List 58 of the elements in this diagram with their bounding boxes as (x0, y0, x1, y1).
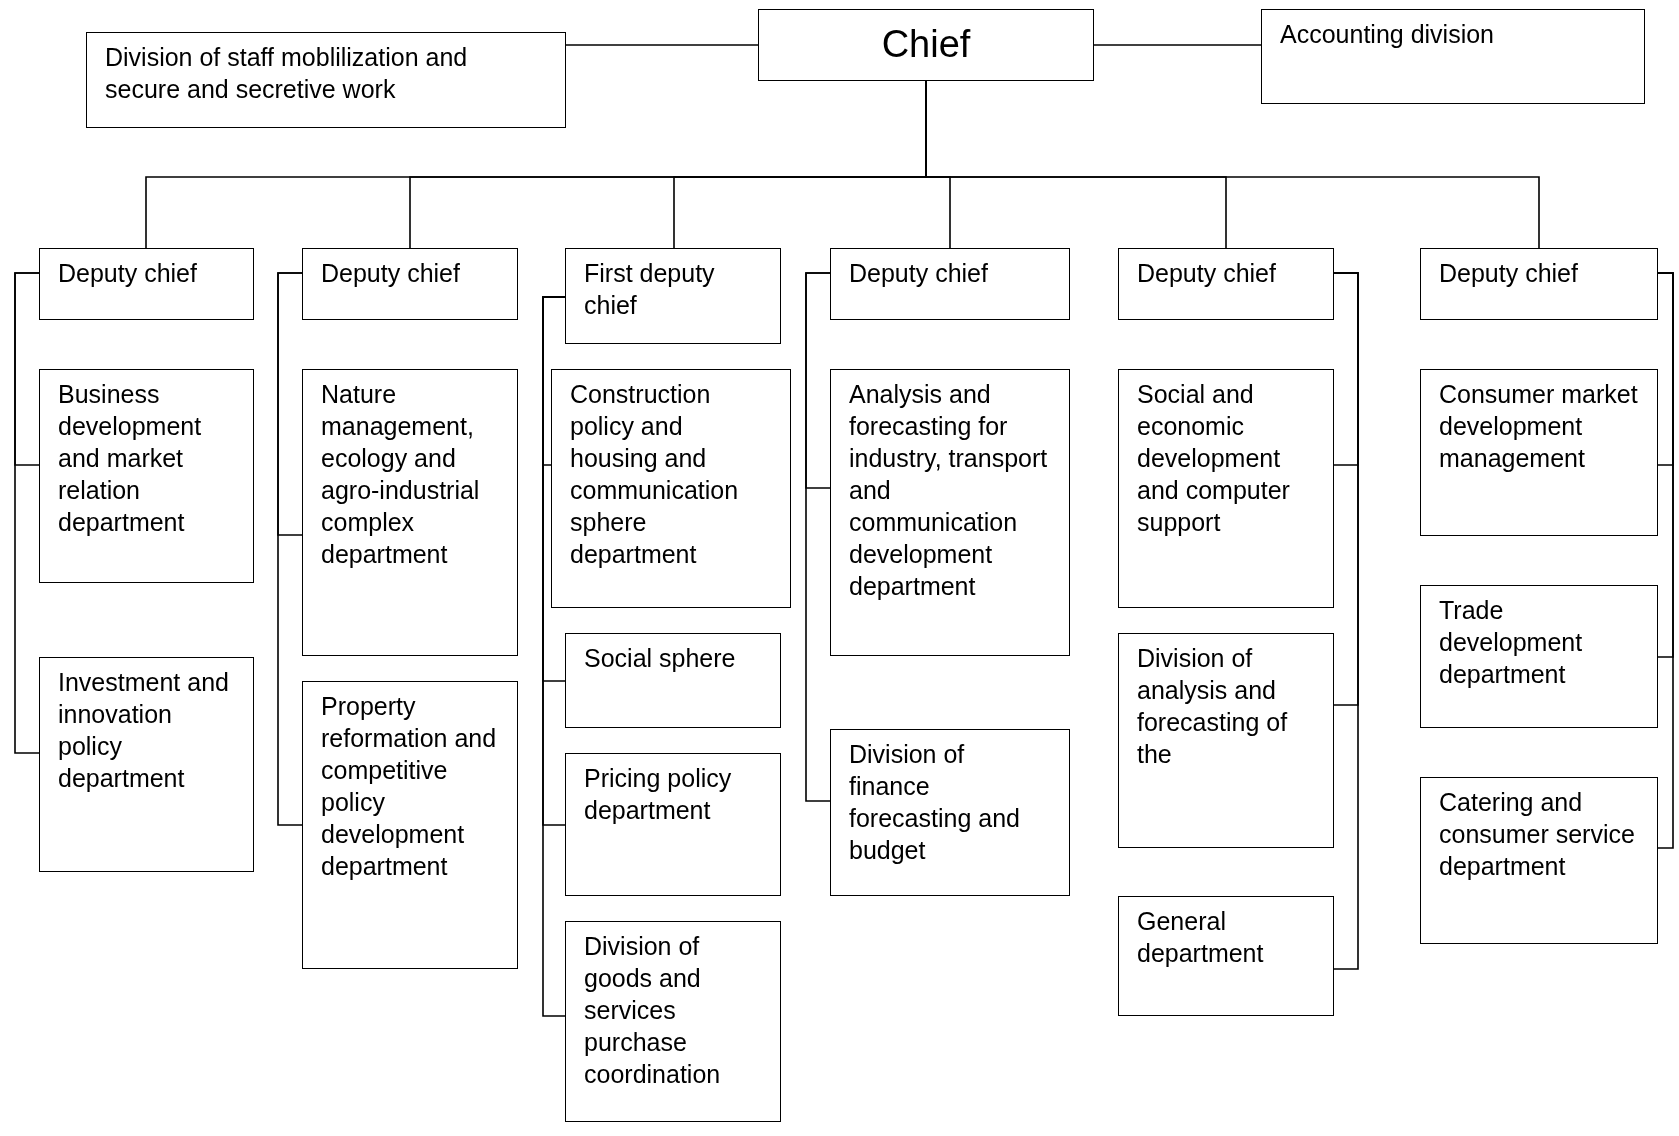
org-box (302, 248, 518, 320)
org-box (1420, 248, 1658, 320)
org-box (1261, 9, 1645, 104)
org-box (302, 681, 518, 969)
org-box (830, 369, 1070, 656)
org-box (1118, 633, 1334, 848)
box-label: Property reformation and competitive policy development department (321, 691, 498, 882)
box-label: Division of goods and services purchase coordination (584, 931, 722, 1090)
box-label: Accounting division (1280, 19, 1495, 50)
box-label: Division of finance forecasting and budget (849, 739, 1021, 866)
org-box (39, 657, 254, 872)
org-box (551, 369, 791, 608)
box-label: Nature management, ecology and agro-industrial complex department (321, 379, 481, 570)
box-label: Trade development department (1439, 595, 1584, 690)
box-label: Business development and market relation department (58, 379, 203, 538)
box-label: Consumer market development management (1439, 379, 1639, 474)
org-box (86, 32, 566, 128)
connector-line (542, 296, 566, 1017)
box-label: Pricing policy department (584, 763, 733, 826)
box-label: Analysis and forecasting for industry, transport and communication development department (849, 379, 1049, 602)
org-box (1420, 777, 1658, 944)
box-label: Deputy chief (58, 258, 198, 289)
org-box (302, 369, 518, 656)
box-label: General department (1137, 906, 1265, 969)
org-box (39, 369, 254, 583)
org-box (1118, 248, 1334, 320)
connector-line (14, 272, 40, 754)
org-box (1420, 369, 1658, 536)
box-label: Division of analysis and forecasting of the (1137, 643, 1289, 770)
connector-line (1657, 272, 1674, 849)
connector-line (805, 272, 831, 802)
box-label: Deputy chief (321, 258, 461, 289)
box-label: First deputy chief (584, 258, 716, 321)
box-label: Social and economic development and computer support (1137, 379, 1291, 538)
org-box (565, 753, 781, 896)
org-box (565, 248, 781, 344)
connector-line (1333, 272, 1359, 970)
box-label: Construction policy and housing and communication sphere department (570, 379, 740, 570)
box-label: Catering and consumer service department (1439, 787, 1636, 882)
org-box (565, 633, 781, 728)
box-label: Division of staff moblilization and secure and secretive work (105, 42, 469, 105)
box-label: Deputy chief (849, 258, 989, 289)
connector-line (1093, 44, 1262, 46)
org-box (830, 248, 1070, 320)
box-label: Deputy chief (1137, 258, 1277, 289)
box-label: Chief (881, 22, 971, 68)
org-box (1118, 896, 1334, 1016)
box-label: Investment and innovation policy department (58, 667, 230, 794)
box-label: Deputy chief (1439, 258, 1579, 289)
box-label: Social sphere (584, 643, 737, 674)
org-box (758, 9, 1094, 81)
org-box (1420, 585, 1658, 728)
connector-line (277, 272, 303, 826)
connector-line (564, 44, 759, 46)
org-box (39, 248, 254, 320)
org-box (830, 729, 1070, 896)
org-box (565, 921, 781, 1122)
org-box (1118, 369, 1334, 608)
